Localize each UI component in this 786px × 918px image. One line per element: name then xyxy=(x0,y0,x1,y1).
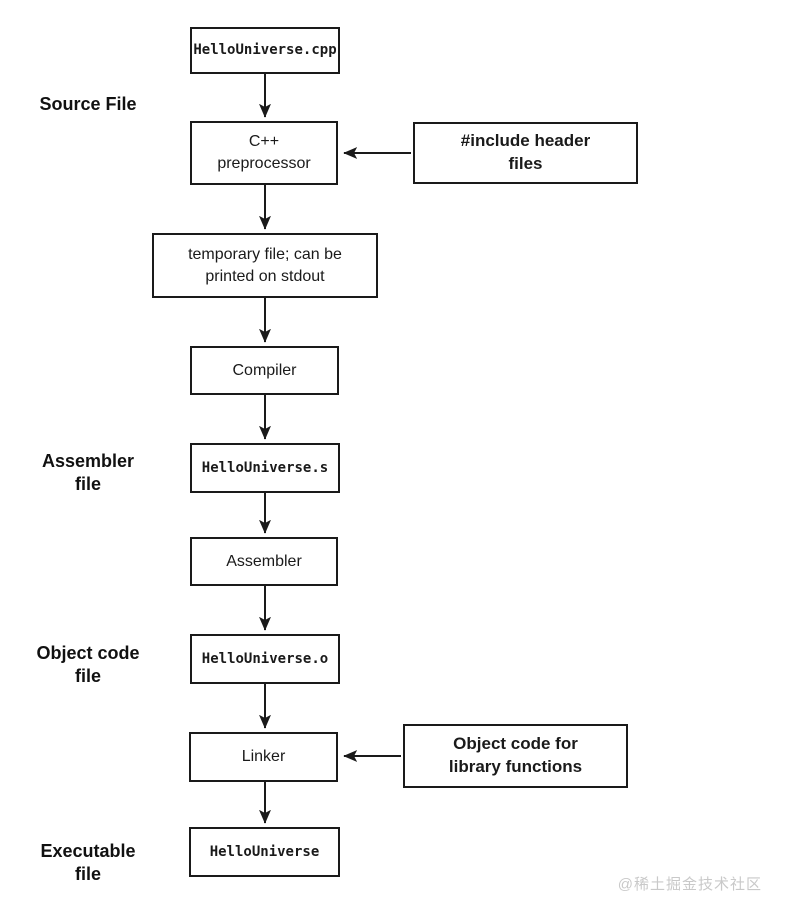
node-assembler-box: Assembler xyxy=(190,537,338,586)
stage-label-object-code-file: Object code file xyxy=(36,643,140,687)
node-source-file-box: HelloUniverse.cpp xyxy=(190,27,340,74)
stage-label-source-file: Source File xyxy=(39,94,137,114)
node-object-file-box: HelloUniverse.o xyxy=(190,634,340,684)
node-include-headers-box: #include header files xyxy=(413,122,638,184)
node-compiler-box: Compiler xyxy=(190,346,339,395)
watermark-text: @稀土掘金技术社区 xyxy=(617,876,762,893)
node-library-objects-box: Object code for library functions xyxy=(403,724,628,788)
node-temporary-file-box: temporary file; can be printed on stdout xyxy=(152,233,378,298)
stage-label-executable-file: Executable file xyxy=(40,841,136,885)
stage-label-assembler-file: Assembler file xyxy=(41,451,135,495)
node-cpp-preprocessor-box: C++ preprocessor xyxy=(190,121,338,185)
node-linker-box: Linker xyxy=(189,732,338,782)
node-assembly-file-box: HelloUniverse.s xyxy=(190,443,340,493)
node-executable-box: HelloUniverse xyxy=(189,827,340,877)
